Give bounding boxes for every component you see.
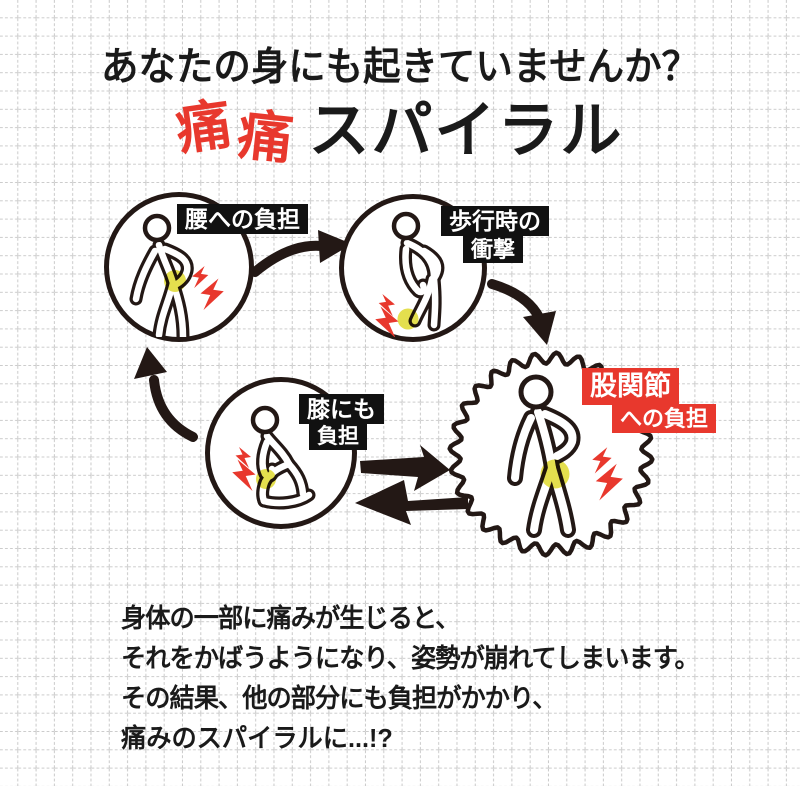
person-kneeling-knee-pain-icon [232, 405, 316, 510]
red-lightning-bolts-icon [232, 447, 256, 491]
person-lower-back-pain-icon [129, 213, 224, 337]
label-walking-impact-line1: 歩行時の [441, 206, 549, 237]
figure-head [142, 213, 172, 243]
title-block: あなたの身にも起きていませんか？ 痛 痛 スパイラル [0, 36, 800, 171]
title-main-text: スパイラル [308, 96, 624, 164]
title-question: あなたの身にも起きていませんか？ [101, 46, 699, 89]
cycle-node-knee [205, 377, 357, 529]
label-hip-joint-line2: への負担 [612, 404, 717, 434]
label-knee-burden-line1: 膝にも [299, 394, 384, 425]
label-waist-burden: 腰への負担 [177, 204, 308, 235]
red-lightning-bolts-icon [192, 266, 224, 310]
title-main-row: 痛 痛 スパイラル [0, 92, 800, 171]
description-line-4: 痛みのスパイラルに...!? [121, 723, 393, 753]
figure-head [250, 405, 280, 435]
figure-head [518, 374, 554, 410]
description-line-3: その結果、他の部分にも負担がかかり、 [121, 683, 557, 713]
cycle-node-walking [339, 194, 487, 342]
person-walking-foot-pain-icon [375, 211, 445, 337]
red-lightning-bolts-icon [375, 294, 399, 337]
person-hip-joint-pain-icon [507, 374, 623, 538]
label-knee-burden-line2: 負担 [309, 424, 367, 451]
yellow-pain-dot [397, 308, 419, 330]
title-accent-kanji-1: 痛 [172, 92, 236, 162]
yellow-pain-dot [540, 459, 570, 489]
yellow-pain-dot [164, 270, 186, 292]
red-lightning-bolts-icon [592, 447, 623, 501]
yellow-pain-dot [256, 469, 276, 489]
description-line-2: それをかばうようになり、姿勢が崩れてしまいます。 [121, 643, 700, 673]
label-hip-joint-line1: 股関節 [582, 368, 679, 406]
description-block: 身体の一部に痛みが生じると、 それをかばうようになり、姿勢が崩れてしまいます。 … [121, 598, 717, 758]
label-walking-impact-line2: 衝撃 [463, 236, 524, 264]
title-accent-kanji-2: 痛 [235, 103, 297, 171]
figure-head [391, 211, 421, 241]
description-line-1: 身体の一部に痛みが生じると、 [121, 603, 460, 633]
